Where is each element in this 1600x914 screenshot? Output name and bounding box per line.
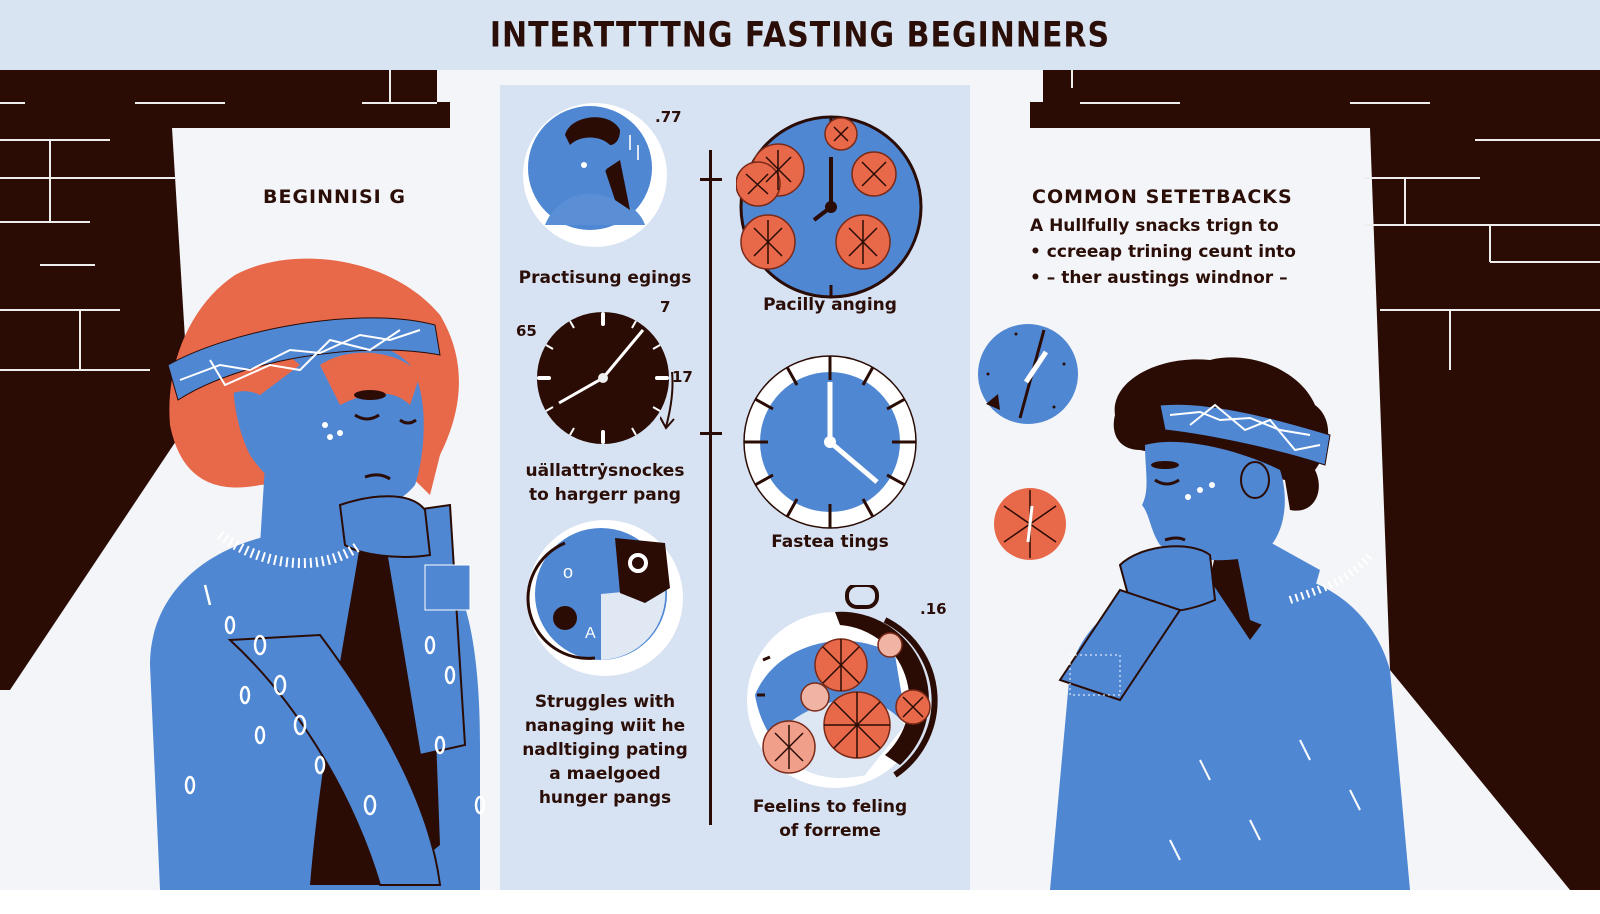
item-caption: Fastea tings [771,532,889,552]
beginning-heading: BEGINNISI G [263,186,406,208]
stat-number: 65 [516,322,537,340]
down-arrow-icon [660,372,680,432]
svg-text:A: A [585,625,596,642]
item-caption: Struggles with nanaging wiit he nadltigi… [522,692,688,808]
item-caption: Practisung egings [518,268,692,288]
pie-clock-icon: o A [525,518,685,678]
stat-number: .77 [655,108,682,126]
timeline-line [709,150,712,825]
left-brick-wall [0,70,450,890]
stopwatch-with-food-icon [735,585,945,795]
item-caption: uällattrẏsnockes to hargerr pang [525,461,685,505]
stat-number: .16 [920,600,947,618]
floor [0,890,1600,914]
svg-text:o: o [563,562,573,582]
sad-person-icon [520,100,670,250]
thinking-man-illustration [1050,340,1550,890]
item-caption: Feelins to feling of forreme [752,797,908,841]
blue-clock-icon [742,354,918,530]
title-bar [0,0,1600,70]
common-setbacks-heading: COMMON SETETBACKS [1032,186,1293,208]
timeline-tick [700,432,722,435]
clock-with-orange-slices-icon [736,112,926,302]
page-title: INTERTTTTNG FASTING BEGINNERS [489,15,1111,56]
thinking-woman-illustration [60,245,500,890]
right-brick-wall [1030,70,1600,890]
orange-slice-icon [992,486,1068,562]
timeline-tick [700,178,722,181]
dark-clock-icon [533,308,673,448]
setbacks-description: A Hullfully snacks trign to • ccreeap tr… [1030,216,1296,288]
small-clock-icon [976,322,1080,426]
stat-number: 7 [660,298,671,316]
item-caption: Pacilly anging [763,295,897,315]
stat-number: 17 [672,368,693,386]
